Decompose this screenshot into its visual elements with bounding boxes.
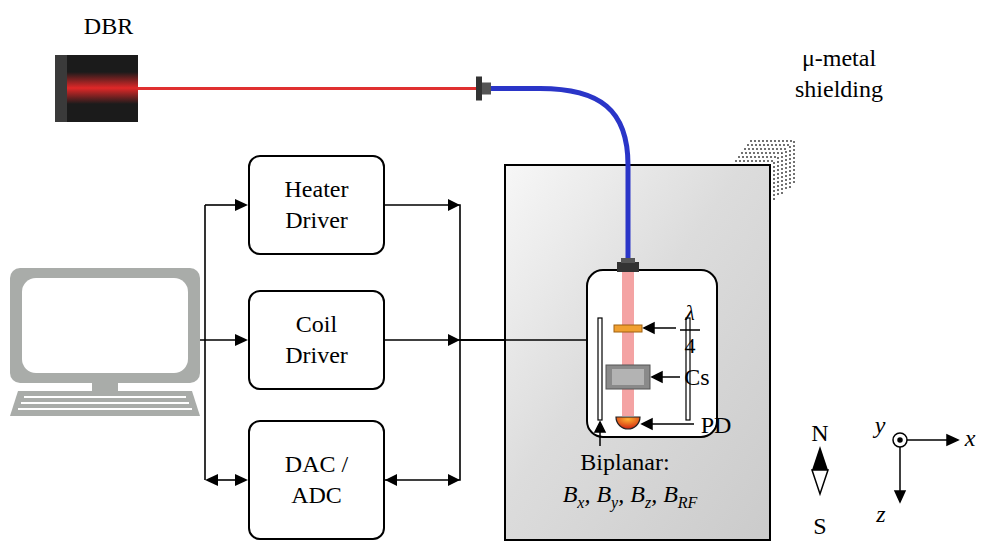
hatch-line bbox=[735, 161, 774, 200]
arrow-head bbox=[235, 199, 248, 211]
key-row bbox=[21, 402, 189, 404]
monitor-stand bbox=[92, 383, 118, 391]
driver-box: Coil Driver bbox=[248, 290, 385, 390]
hatch-line bbox=[750, 141, 794, 185]
compass-label: S bbox=[813, 513, 826, 539]
converter-box: DAC / ADC bbox=[248, 420, 385, 540]
component-label: Cs bbox=[684, 364, 709, 390]
leader-head bbox=[652, 372, 662, 382]
shield-hatch bbox=[735, 141, 794, 200]
cesium-cell bbox=[606, 365, 650, 389]
node-text: DAC / ADC bbox=[265, 449, 369, 511]
fiber-connector bbox=[621, 258, 635, 263]
node-heading: μ-metal shielding bbox=[773, 43, 905, 105]
axis-head bbox=[895, 491, 905, 502]
fiber-connector bbox=[617, 262, 639, 272]
hatch-line bbox=[747, 145, 790, 188]
node-text: Heater Driver bbox=[265, 174, 369, 236]
key-row bbox=[24, 396, 186, 398]
coil-plate bbox=[598, 318, 602, 420]
wire bbox=[385, 205, 505, 340]
leader-line bbox=[650, 423, 694, 425]
laser-beam bbox=[138, 87, 476, 90]
signal-wire bbox=[385, 199, 505, 340]
hatch-line bbox=[738, 157, 778, 197]
screen bbox=[22, 278, 188, 373]
component-label: 4 bbox=[685, 334, 696, 358]
fraction-bar bbox=[680, 329, 700, 331]
vapor-cell-housing bbox=[587, 270, 717, 437]
leader-line bbox=[652, 327, 676, 329]
axes bbox=[893, 433, 958, 502]
leader-head bbox=[642, 419, 652, 429]
cesium-cell-window bbox=[612, 369, 644, 385]
monitor bbox=[10, 268, 200, 383]
node-heading: DBR bbox=[47, 11, 170, 42]
photodiode bbox=[616, 417, 640, 429]
fiber-coupler bbox=[476, 77, 482, 101]
laser-glow bbox=[67, 72, 138, 104]
node-text: Coil Driver bbox=[265, 309, 369, 371]
fiber bbox=[491, 89, 628, 166]
shield-box bbox=[505, 165, 770, 540]
quarter-wave-plate bbox=[614, 325, 642, 332]
component-label: PD bbox=[701, 412, 732, 438]
compass-label: N bbox=[811, 420, 828, 446]
arrow-head bbox=[205, 474, 218, 486]
axis-head bbox=[947, 435, 958, 445]
bus-arrows bbox=[205, 199, 248, 486]
axis-x bbox=[907, 439, 950, 441]
arrow-head bbox=[448, 334, 460, 346]
arrow-head bbox=[385, 474, 397, 486]
field-label: Bx, By, Bz, BRF bbox=[563, 481, 698, 507]
compass-south bbox=[812, 470, 828, 494]
compass-north bbox=[812, 446, 828, 470]
arrow-head bbox=[448, 199, 460, 211]
leader-head bbox=[644, 323, 654, 333]
component-label: λ bbox=[685, 301, 695, 325]
driver-box: Heater Driver bbox=[248, 155, 385, 255]
dbr-laser: DBR bbox=[55, 55, 138, 122]
coil-wire bbox=[505, 339, 587, 341]
signal-wire bbox=[385, 340, 505, 486]
leader-head bbox=[595, 422, 605, 432]
arrow-head bbox=[235, 334, 248, 346]
keyboard-keys bbox=[18, 397, 192, 409]
axis-label: x bbox=[965, 425, 976, 451]
arrow-head bbox=[235, 474, 248, 486]
bus-wire bbox=[204, 205, 206, 480]
hatch-line bbox=[744, 149, 786, 191]
arrow-head bbox=[448, 474, 460, 486]
axis-label: z bbox=[876, 501, 885, 527]
bus-wire bbox=[205, 204, 236, 206]
keyboard bbox=[10, 391, 200, 416]
axis-label: y bbox=[875, 412, 886, 438]
optical-link bbox=[138, 77, 628, 166]
laser-beam bbox=[622, 272, 634, 416]
key-row bbox=[18, 408, 192, 410]
leaders bbox=[595, 323, 700, 446]
fiber-coupler bbox=[482, 83, 491, 95]
axis-z bbox=[899, 447, 901, 494]
computer-bus bbox=[200, 205, 236, 480]
leader-line bbox=[660, 376, 680, 378]
axis-y-dot bbox=[898, 438, 902, 442]
axis-y-circle bbox=[893, 433, 907, 447]
wire bbox=[385, 340, 505, 480]
coil-label: Biplanar: bbox=[580, 449, 669, 475]
hatch-line bbox=[741, 153, 782, 194]
fiber bbox=[626, 165, 631, 266]
bus-wire bbox=[217, 479, 236, 481]
